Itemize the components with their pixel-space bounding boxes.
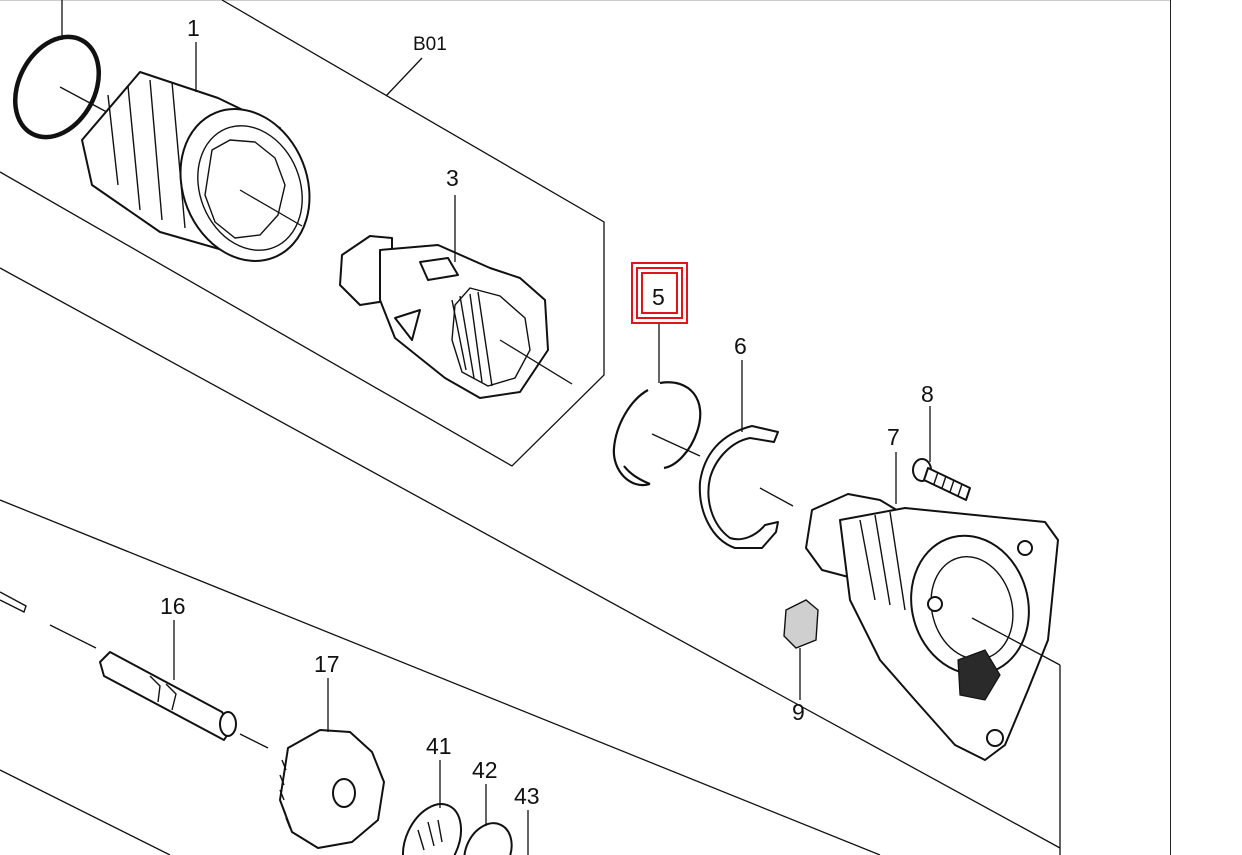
part-3-collar[interactable] xyxy=(339,235,573,399)
label-part-43[interactable]: 43 xyxy=(514,783,540,809)
label-part-8[interactable]: 8 xyxy=(921,381,934,407)
axis-line-upper xyxy=(0,267,1061,849)
diagram-viewer: B01 1 3 5 xyxy=(0,0,1170,855)
part-6-spring-clip[interactable] xyxy=(698,425,794,549)
label-part-9[interactable]: 9 xyxy=(792,699,805,725)
exploded-parts-diagram: B01 1 3 5 xyxy=(0,0,1170,855)
label-part-3[interactable]: 3 xyxy=(446,165,459,191)
label-part-17[interactable]: 17 xyxy=(314,651,340,677)
axis-dash-1 xyxy=(49,624,97,649)
part-41-disc[interactable] xyxy=(392,795,473,855)
label-part-41[interactable]: 41 xyxy=(426,733,452,759)
label-part-7[interactable]: 7 xyxy=(887,424,900,450)
part-17-gear[interactable] xyxy=(279,729,385,849)
axis-line-lower xyxy=(0,769,171,855)
part-1-sleeve[interactable] xyxy=(81,71,332,281)
label-part-16[interactable]: 16 xyxy=(160,593,186,619)
part-9-block[interactable] xyxy=(783,599,819,649)
part-7-gear-housing[interactable] xyxy=(805,493,1061,855)
leader-b01 xyxy=(385,57,423,97)
part-42-washer[interactable] xyxy=(455,816,520,855)
label-part-5[interactable]: 5 xyxy=(652,284,665,310)
highlight-box-part-5[interactable]: 5 xyxy=(631,262,688,324)
rod-stub xyxy=(0,591,27,613)
part-5-retaining-ring[interactable] xyxy=(612,381,702,487)
axis-line-middle xyxy=(0,499,881,855)
b01-group-outline xyxy=(0,0,605,467)
label-part-1[interactable]: 1 xyxy=(187,15,200,41)
group-label-b01[interactable]: B01 xyxy=(413,34,447,55)
right-side-panel xyxy=(1170,0,1242,855)
axis-dash-2 xyxy=(239,733,269,749)
part-8-screw[interactable] xyxy=(912,458,971,501)
label-part-42[interactable]: 42 xyxy=(472,757,498,783)
label-part-6[interactable]: 6 xyxy=(734,333,747,359)
part-16-shaft[interactable] xyxy=(99,651,237,741)
